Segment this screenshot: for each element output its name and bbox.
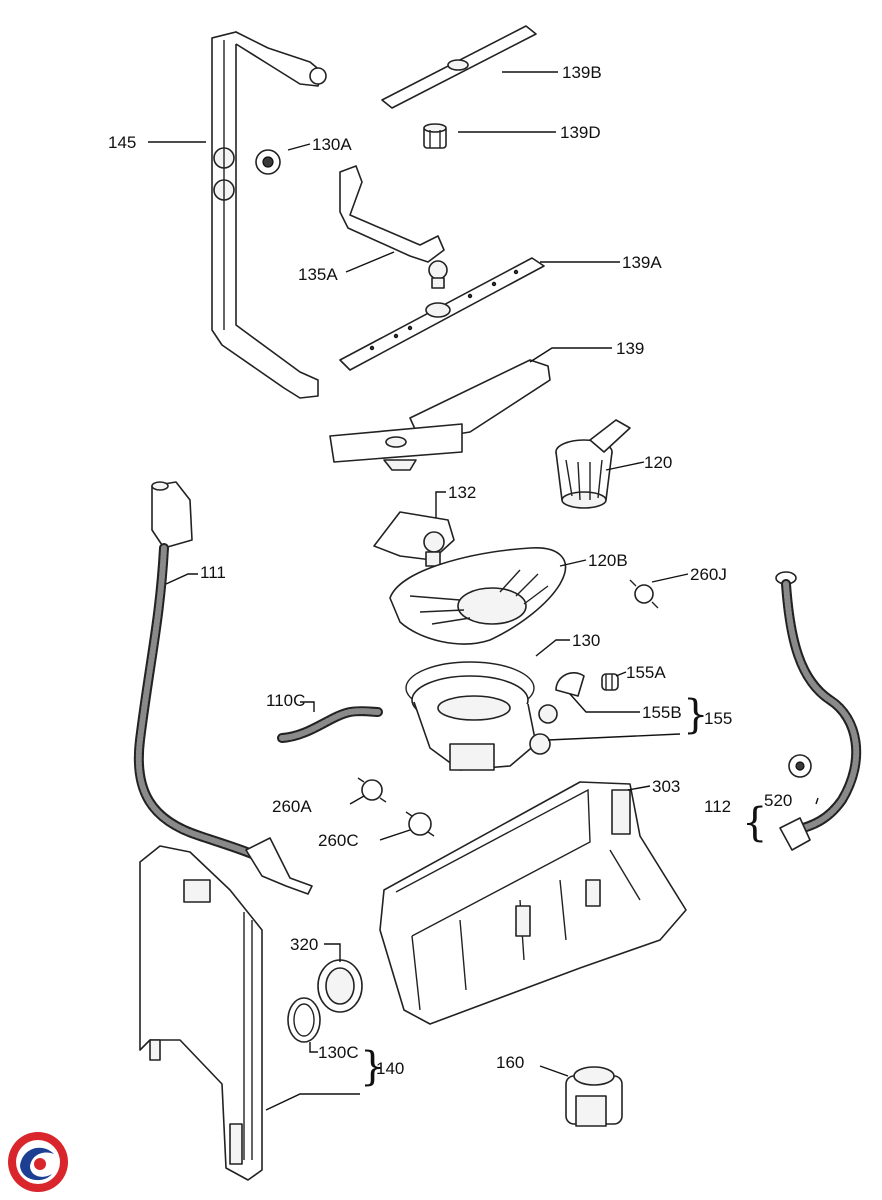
- part-120B-filter-plate: [389, 547, 567, 645]
- label-260C: 260C: [318, 831, 359, 850]
- part-303-base-tray: [379, 781, 687, 1025]
- part-135A-bracket: [339, 165, 448, 289]
- part-320-seal: [317, 959, 363, 1013]
- brace-112: {: [742, 800, 767, 846]
- label-132: 132: [448, 483, 476, 502]
- label-155: 155: [704, 709, 732, 728]
- part-260J-clamp: [629, 579, 659, 609]
- part-110C-hose: [277, 706, 383, 743]
- brace-155: }: [683, 692, 708, 738]
- part-130C-ring: [287, 997, 321, 1043]
- part-130-sump: [405, 661, 558, 771]
- label-139B: 139B: [562, 63, 602, 82]
- part-140-side-panel: [139, 845, 263, 1181]
- brace-140: }: [360, 1044, 385, 1090]
- label-135A: 135A: [298, 265, 338, 284]
- part-139A-lower-arm: [339, 257, 545, 371]
- label-139D: 139D: [560, 123, 601, 142]
- label-130A: 130A: [312, 135, 352, 154]
- part-120-filter: [555, 419, 631, 509]
- label-145: 145: [108, 133, 136, 152]
- label-140: 140: [376, 1059, 404, 1078]
- label-320: 320: [290, 935, 318, 954]
- part-labels: 145 130A 139B 139D 135A 139A 139 120 132…: [108, 63, 792, 1078]
- label-139A: 139A: [622, 253, 662, 272]
- label-520: 520: [764, 791, 792, 810]
- label-120B: 120B: [588, 551, 628, 570]
- part-111-drain-hose: [133, 481, 313, 895]
- label-120: 120: [644, 453, 672, 472]
- label-110C: 110C: [266, 691, 305, 710]
- part-155A-valve: [601, 673, 619, 691]
- label-155A: 155A: [626, 663, 666, 682]
- label-260A: 260A: [272, 797, 312, 816]
- label-155B: 155B: [642, 703, 682, 722]
- brand-logo: [8, 1132, 68, 1192]
- part-160-pump: [565, 1066, 623, 1127]
- label-111: 111: [200, 563, 226, 582]
- label-130: 130: [572, 631, 600, 650]
- part-139B-upper-arm: [381, 25, 537, 109]
- label-139: 139: [616, 339, 644, 358]
- part-155B-flap: [555, 672, 585, 697]
- part-132-sensor: [373, 511, 455, 567]
- label-130C: 130C: [318, 1043, 359, 1062]
- part-130A-seal: [255, 149, 281, 175]
- part-260A-clamp: [357, 777, 387, 803]
- part-260C-clamp: [405, 811, 435, 837]
- part-139-spray-arm: [329, 359, 551, 471]
- label-260J: 260J: [690, 565, 727, 584]
- part-139D-nut: [423, 123, 447, 149]
- leader-lines: [148, 71, 819, 1111]
- label-160: 160: [496, 1053, 524, 1072]
- part-520-fitting: [788, 754, 812, 778]
- part-145-spray-tube: [211, 31, 327, 399]
- label-303: 303: [652, 777, 680, 796]
- label-112: 112: [704, 797, 731, 816]
- part-112-inlet-hose: [775, 571, 862, 851]
